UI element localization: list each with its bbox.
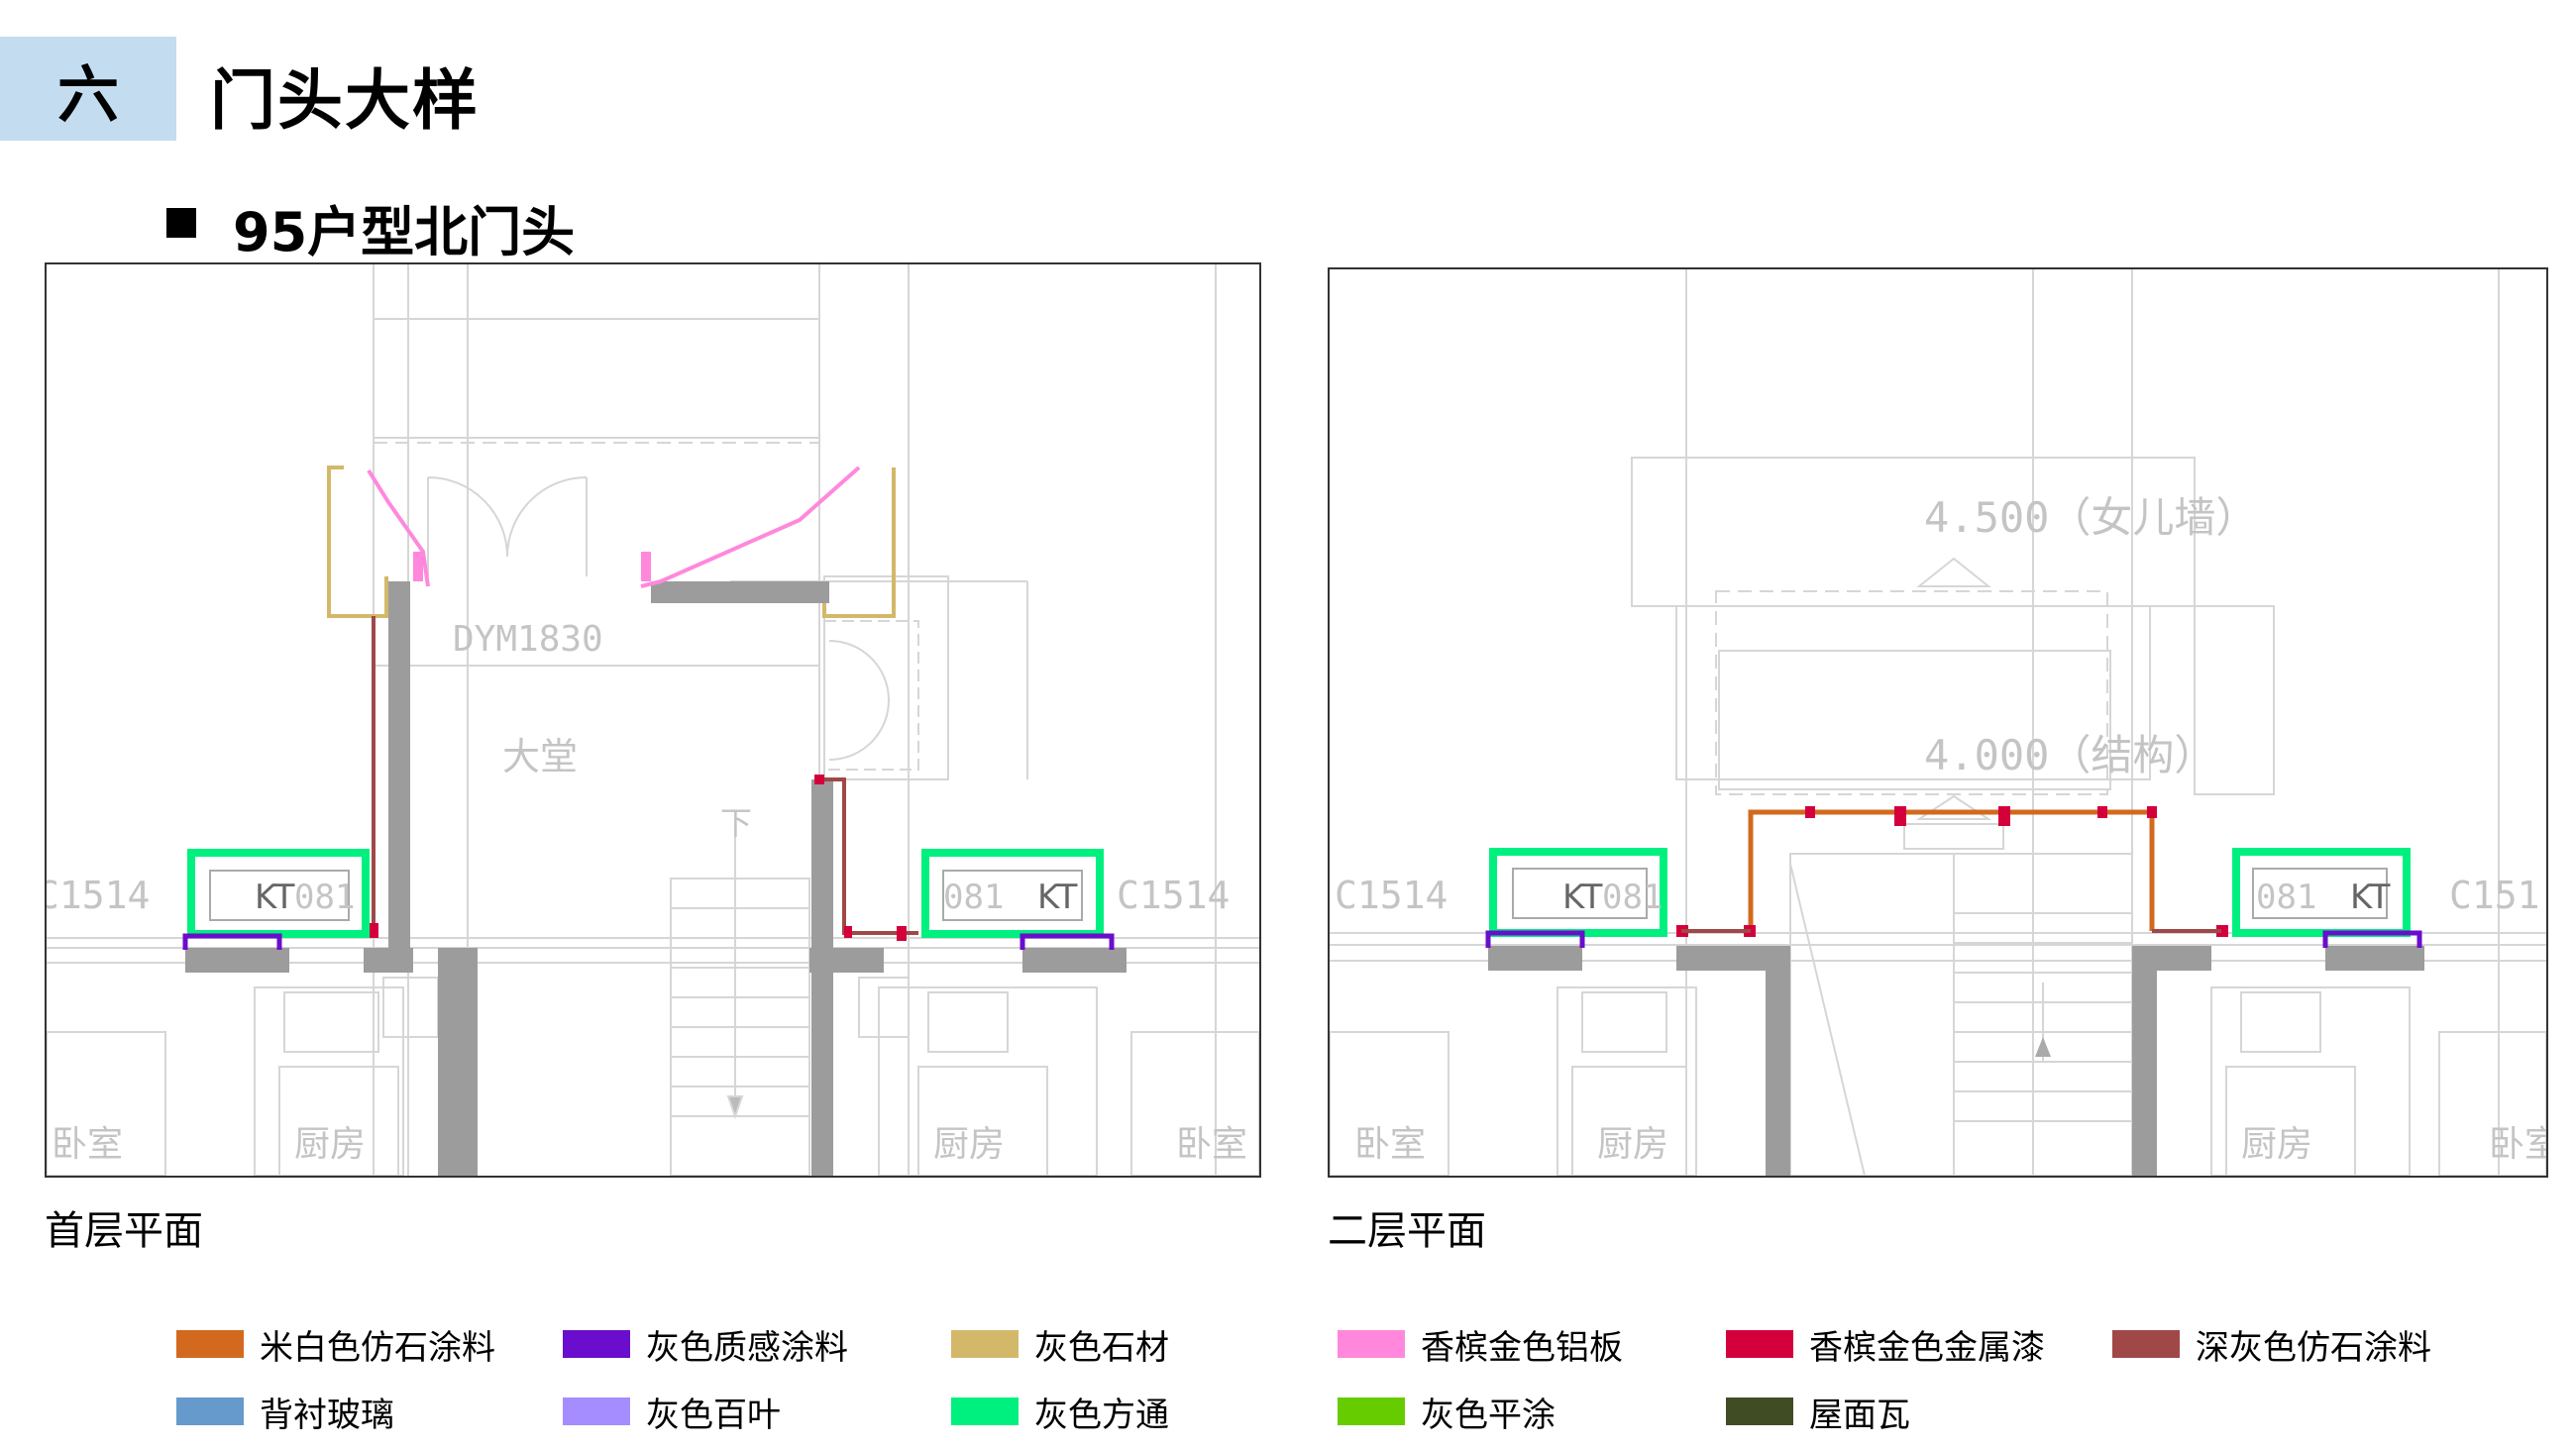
first-floor-drawing: DYM1830 大堂 下 KT 081 KT 081 C1514 C1514 厨… (47, 264, 1259, 1176)
legend-item: 香槟金色金属漆 (1726, 1324, 2045, 1368)
legend-item: 背衬玻璃 (176, 1392, 394, 1435)
kitchen-right-label: 厨房 (2241, 1124, 2312, 1165)
legend-item: 深灰色仿石涂料 (2112, 1324, 2431, 1368)
legend-item: 香槟金色铝板 (1338, 1324, 1623, 1368)
legend-label: 灰色质感涂料 (646, 1327, 848, 1368)
bedroom-left-label: 卧室 (1354, 1124, 1426, 1165)
kt-left-label: KT (1562, 878, 1603, 917)
subtitle-bullet-icon (166, 208, 196, 238)
legend-item: 灰色方通 (951, 1392, 1169, 1435)
legend-label: 深灰色仿石涂料 (2196, 1327, 2431, 1368)
legend-label: 灰色方通 (1034, 1395, 1169, 1435)
legend-swatch (1338, 1330, 1405, 1358)
second-floor-caption: 二层平面 (1328, 1208, 1486, 1254)
legend-label: 灰色平涂 (1421, 1395, 1556, 1435)
num-left-label: 081 (1602, 878, 1663, 917)
lobby-label: 大堂 (502, 735, 578, 778)
section-number-badge: 六 (0, 37, 176, 141)
bedroom-right-label: 卧室 (2489, 1124, 2546, 1165)
legend-label: 香槟金色金属漆 (1809, 1327, 2045, 1368)
window-left-label: C1514 (47, 874, 150, 917)
legend-label: 背衬玻璃 (260, 1395, 394, 1435)
legend-item: 灰色质感涂料 (563, 1324, 848, 1368)
parapet-level-label: 4.500（女儿墙） (1924, 493, 2257, 542)
kitchen-right-label: 厨房 (933, 1124, 1005, 1165)
legend-swatch (563, 1397, 630, 1425)
section-title: 门头大样 (210, 62, 480, 139)
structure-level-label: 4.000（结构） (1924, 731, 2215, 779)
stair-down-label: 下 (720, 804, 752, 842)
kitchen-left-label: 厨房 (294, 1124, 366, 1165)
legend-swatch (176, 1330, 244, 1358)
bedroom-left-label: 卧室 (52, 1124, 123, 1165)
window-right-label: C151 (2449, 874, 2540, 917)
first-floor-plan: DYM1830 大堂 下 KT 081 KT 081 C1514 C1514 厨… (45, 262, 1261, 1178)
legend-item: 屋面瓦 (1726, 1392, 1910, 1435)
kt-left-label: KT (255, 878, 295, 917)
legend-item: 米白色仿石涂料 (176, 1324, 495, 1368)
window-left-label: C1514 (1335, 874, 1448, 917)
legend-swatch (951, 1397, 1019, 1425)
legend-swatch (951, 1330, 1019, 1358)
legend-label: 屋面瓦 (1809, 1395, 1910, 1435)
legend-swatch (1726, 1330, 1793, 1358)
num-right-label: 081 (943, 878, 1004, 917)
first-floor-caption: 首层平面 (45, 1208, 203, 1254)
legend-swatch (176, 1397, 244, 1425)
kt-right-label: KT (2350, 878, 2391, 917)
num-left-label: 081 (294, 878, 355, 917)
legend-swatch (1726, 1397, 1793, 1425)
door-label: DYM1830 (453, 619, 603, 660)
num-right-label: 081 (2256, 878, 2316, 917)
kt-right-label: KT (1037, 878, 1078, 917)
legend-item: 灰色百叶 (563, 1392, 781, 1435)
bedroom-right-label: 卧室 (1176, 1124, 1247, 1165)
kitchen-left-label: 厨房 (1597, 1124, 1668, 1165)
legend-item: 灰色石材 (951, 1324, 1169, 1368)
legend-swatch (2112, 1330, 2180, 1358)
legend-swatch (1338, 1397, 1405, 1425)
window-right-label: C1514 (1117, 874, 1230, 917)
subtitle: 95户型北门头 (233, 201, 576, 263)
legend-label: 灰色百叶 (646, 1395, 781, 1435)
second-floor-drawing: 4.500（女儿墙） 4.000（结构） KT 081 KT 081 C1514… (1330, 269, 2546, 1176)
legend-item: 灰色平涂 (1338, 1392, 1556, 1435)
second-floor-plan: 4.500（女儿墙） 4.000（结构） KT 081 KT 081 C1514… (1328, 267, 2548, 1178)
legend-label: 香槟金色铝板 (1421, 1327, 1623, 1368)
legend-label: 米白色仿石涂料 (260, 1327, 495, 1368)
legend-label: 灰色石材 (1034, 1327, 1169, 1368)
legend-swatch (563, 1330, 630, 1358)
